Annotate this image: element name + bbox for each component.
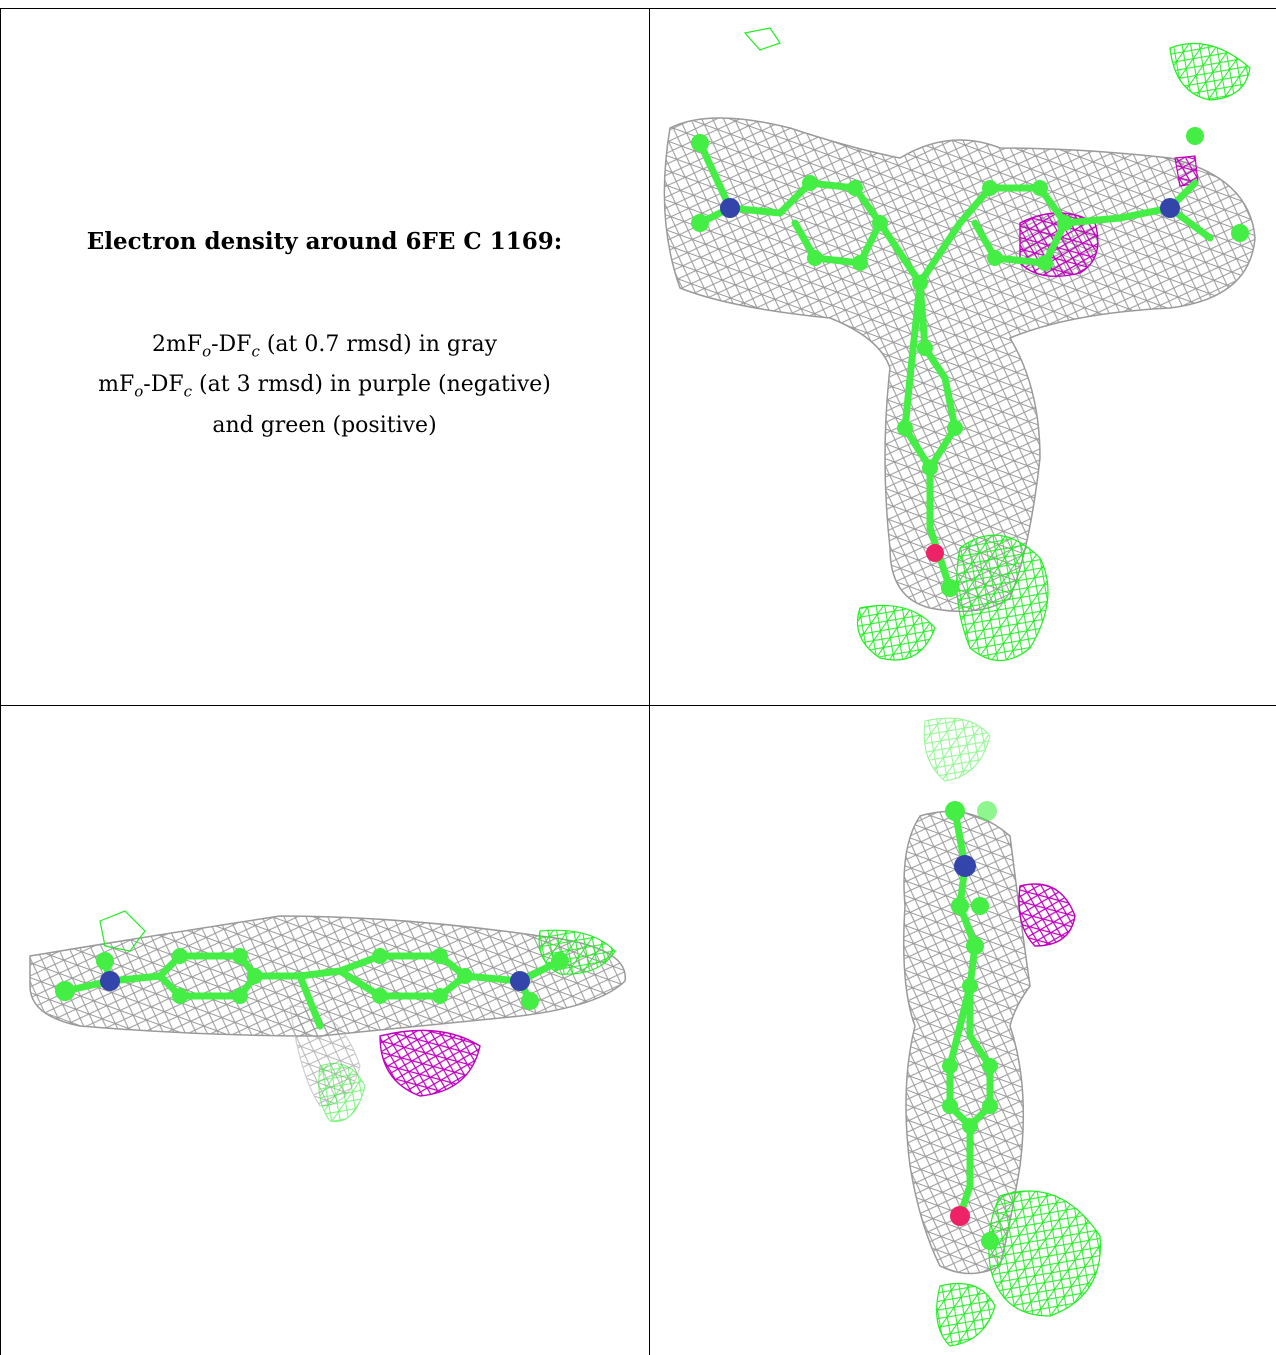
caption-line-fofc: mFo-DFc (at 3 rmsd) in purple (negative) xyxy=(98,372,551,401)
border-top xyxy=(0,8,1276,9)
density-positive-blob-3 xyxy=(318,1063,366,1123)
panel-top-view xyxy=(650,8,1276,705)
end-view-image xyxy=(903,717,1102,1347)
ligand-atoms xyxy=(942,801,999,1250)
top-view-image xyxy=(663,27,1256,661)
ligand-atoms xyxy=(55,948,569,1010)
caption-cell: Electron density around 6FE C 1169: 2mFo… xyxy=(0,8,649,705)
caption-line-2fofc: 2mFo-DFc (at 0.7 rmsd) in gray xyxy=(151,332,498,361)
density-positive-blob-2 xyxy=(936,1282,996,1347)
side-view-image xyxy=(29,910,626,1123)
ligand-atoms xyxy=(691,127,1249,597)
border-middle-horizontal xyxy=(0,705,1276,706)
density-positive-blob-3 xyxy=(1169,42,1251,101)
density-positive-blob-4 xyxy=(743,27,781,51)
density-negative-blob xyxy=(379,1029,481,1097)
density-positive-blob-3 xyxy=(923,717,991,782)
caption-line-fofc-2: and green (positive) xyxy=(212,412,437,438)
density-positive-blob-2 xyxy=(99,910,146,952)
border-middle-vertical xyxy=(649,8,650,1355)
caption-body: 2mFo-DFc (at 0.7 rmsd) in gray mFo-DFc (… xyxy=(0,328,649,443)
caption-title: Electron density around 6FE C 1169: xyxy=(86,228,563,255)
density-positive-blob-1 xyxy=(956,534,1049,661)
panel-end-view xyxy=(650,706,1276,1355)
density-negative-blob xyxy=(1018,883,1076,947)
density-positive-blob-1 xyxy=(988,1190,1102,1317)
density-positive-blob-2 xyxy=(856,604,936,661)
density-2fofc-mesh xyxy=(663,117,1256,613)
panel-side-view xyxy=(0,706,649,1355)
border-left xyxy=(0,8,1,1355)
